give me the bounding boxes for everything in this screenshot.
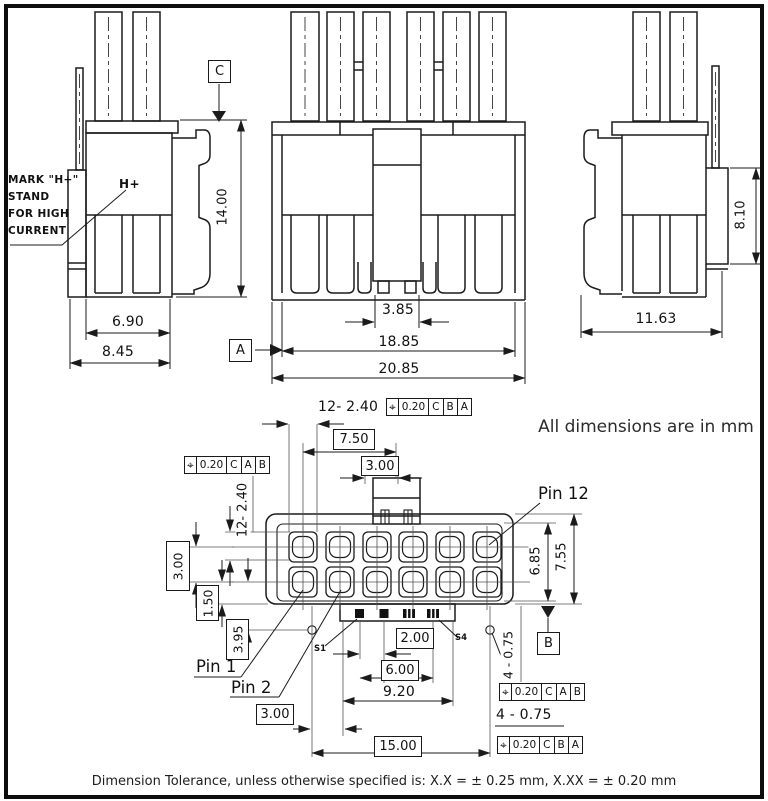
h-plus-mark: H+ [119, 177, 141, 191]
fcf-datum-1: C [542, 684, 557, 700]
cavity-count-note: 12- 2.40 [318, 399, 379, 415]
dim-3-95: 3.95 [230, 625, 245, 654]
position-symbol: ⌖ [185, 457, 197, 473]
fcf-datum-2: B [555, 737, 569, 753]
dim-7-50: 7.50 [339, 432, 369, 447]
dim-20-85: 20.85 [378, 361, 420, 377]
note-line: MARK "H+" [8, 174, 79, 186]
datum-a: A [229, 339, 252, 362]
dim-6-85: 6.85 [528, 544, 544, 578]
dim-7-55: 7.55 [554, 540, 570, 574]
dim-1-50: 1.50 [200, 589, 215, 617]
fcf-datum-1: C [429, 399, 444, 415]
fcf-datum-1: C [540, 737, 555, 753]
dim-1-50-box: 1.50 [196, 585, 219, 621]
dim-15-00-box: 15.00 [374, 736, 422, 757]
dim-3-00-left-box: 3.00 [166, 541, 190, 591]
dim-2-00-box: 2.00 [396, 628, 434, 649]
dim-6-90: 6.90 [112, 314, 144, 330]
dim-3-00-bottom-left-box: 3.00 [256, 704, 294, 725]
dim-7-50-box: 7.50 [333, 429, 375, 450]
fcf-datum-3: B [573, 686, 581, 698]
fcf-datum-3: A [571, 739, 579, 751]
dim-6-00: 6.00 [385, 663, 415, 678]
dim-3-00-bottom-left: 3.00 [260, 707, 290, 722]
cavity-count-note-vertical: 12- 2.40 [235, 480, 251, 540]
note-line: CURRENT [8, 225, 67, 237]
dim-3-00-top-box: 3.00 [361, 456, 399, 476]
note-line: STAND [8, 191, 50, 203]
fcf-tolerance: 0.20 [197, 457, 228, 473]
dim-2-00: 2.00 [400, 631, 430, 646]
dim-3-00-top: 3.00 [365, 458, 395, 474]
right-side-view [583, 11, 729, 298]
front-view [271, 11, 526, 301]
fcf-datum-3: A [460, 401, 468, 413]
units-note: All dimensions are in mm [538, 417, 754, 437]
front-view-dimensions [271, 295, 526, 384]
left-side-view [10, 11, 211, 298]
position-symbol: ⌖ [498, 737, 510, 753]
bottom-view-dimensions [192, 420, 578, 757]
pin-2-label: Pin 2 [231, 678, 272, 697]
dim-11-63: 11.63 [635, 311, 677, 327]
fcf-datum-2: B [444, 399, 458, 415]
s4-label: S4 [455, 633, 468, 643]
pin-1-label: Pin 1 [196, 657, 237, 676]
fcf-datum-2: A [557, 684, 571, 700]
dim-3-95-box: 3.95 [226, 619, 249, 660]
fcf-tolerance: 0.20 [510, 737, 541, 753]
right-side-view-centerlines [646, 17, 716, 162]
dim-14-00: 14.00 [215, 186, 231, 228]
dim-3-85: 3.85 [382, 302, 414, 318]
front-view-centerlines [304, 17, 493, 116]
right-side-view-dimensions [580, 167, 762, 338]
pin-12-label: Pin 12 [538, 484, 589, 503]
tolerance-note: Dimension Tolerance, unless otherwise sp… [91, 774, 677, 789]
post-note-horizontal: 4 - 0.75 [496, 707, 552, 723]
dim-8-10: 8.10 [733, 198, 749, 232]
dim-8-45: 8.45 [102, 344, 134, 360]
fcf-tolerance: 0.20 [399, 399, 430, 415]
bottom-view-centerlines [190, 424, 582, 757]
fcf-left: ⌖ 0.20 C A B [184, 456, 270, 474]
fcf-right-lower: ⌖ 0.20 C B A [497, 736, 583, 754]
dim-6-00-box: 6.00 [381, 660, 419, 681]
dim-15-00: 15.00 [379, 739, 417, 754]
left-side-view-dimensions [69, 84, 283, 369]
position-symbol: ⌖ [500, 684, 512, 700]
datum-b: B [537, 632, 560, 655]
high-current-note: MARK "H+" STAND FOR HIGH CURRENT [8, 172, 79, 240]
note-line: FOR HIGH [8, 208, 70, 220]
post-note-vertical: 4 - 0.75 [500, 628, 516, 682]
s1-label: S1 [314, 644, 327, 654]
dim-18-85: 18.85 [378, 334, 420, 350]
fcf-tolerance: 0.20 [512, 684, 543, 700]
fcf-right-upper: ⌖ 0.20 C A B [499, 683, 585, 701]
fcf-top: ⌖ 0.20 C B A [386, 398, 472, 416]
datum-c: C [208, 60, 231, 83]
fcf-datum-2: A [242, 457, 256, 473]
dim-3-00-left: 3.00 [170, 552, 186, 580]
position-symbol: ⌖ [387, 399, 399, 415]
left-side-view-centerlines [79, 17, 147, 164]
bottom-view-keying-pads [355, 609, 439, 618]
dim-9-20: 9.20 [383, 684, 415, 700]
fcf-datum-1: C [227, 457, 242, 473]
fcf-datum-3: B [258, 459, 266, 471]
